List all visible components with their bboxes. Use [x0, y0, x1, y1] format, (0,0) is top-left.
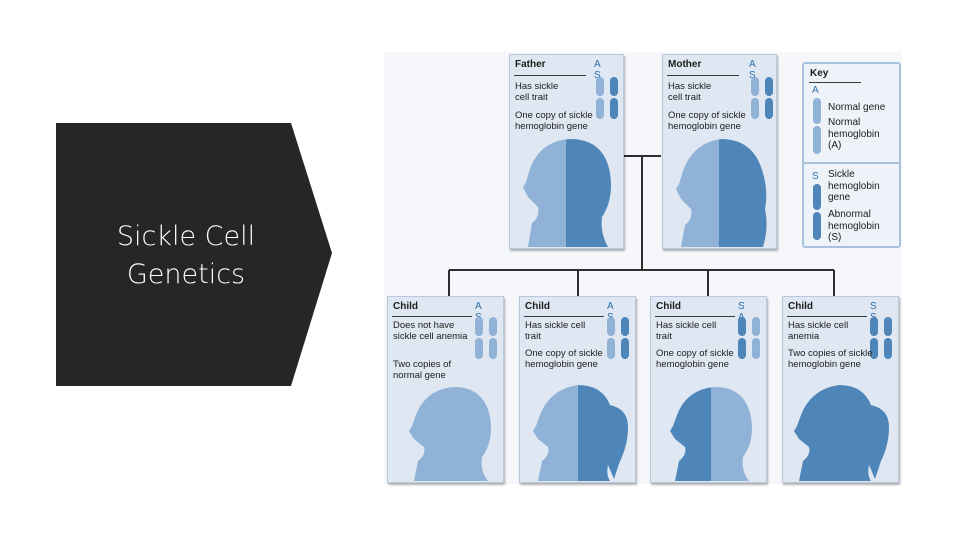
key-title-rule [809, 82, 861, 83]
male-head-profile-icon [523, 139, 611, 247]
slide-title-line-2: Genetics [126, 259, 246, 290]
child-4-label: Child [788, 301, 813, 312]
key-normal-hemoglobin-text: Normal hemoglobin (A) [828, 117, 880, 151]
child-3-label: Child [656, 301, 681, 312]
child-card-4: Child S S Has sickle cell anemia Two cop… [782, 296, 899, 483]
child-4-trait-text: Has sickle cell anemia [788, 320, 849, 342]
key-sickle-letter: S [812, 171, 819, 182]
child-3-chromosome-pair-icon [738, 317, 760, 359]
girl-ponytail-profile-icon [533, 385, 628, 481]
sickle-gene-chromosome-icon [813, 184, 821, 240]
key-normal-gene-text: Normal gene [828, 102, 886, 113]
father-header-rule [514, 75, 586, 76]
child-2-gene-text: One copy of sickle hemoglobin gene [525, 348, 603, 370]
normal-gene-chromosome-icon [813, 98, 821, 154]
slide-title: Sickle Cell Genetics [56, 218, 316, 294]
father-chromosome-pair-icon [596, 77, 618, 119]
child-1-label: Child [393, 301, 418, 312]
child-head-profile-icon [670, 387, 752, 481]
child-card-2: Child A S Has sickle cell trait One copy… [519, 296, 636, 483]
key-normal-letter: A [812, 85, 819, 96]
mother-trait-text: Has sickle cell trait [668, 81, 712, 103]
child-4-header-rule [787, 316, 867, 317]
mother-card: Mother A S Has sickle cell trait One cop… [662, 54, 777, 249]
child-2-chromosome-pair-icon [607, 317, 629, 359]
key-sickle-gene-text: Sickle hemoglobin gene [828, 169, 880, 203]
father-gene-text: One copy of sickle hemoglobin gene [515, 110, 593, 132]
pedigree-connector-lines [448, 155, 835, 296]
father-alleles: A S [594, 59, 606, 81]
father-card: Father A S Has sickle cell trait One cop… [509, 54, 624, 249]
father-trait-text: Has sickle cell trait [515, 81, 559, 103]
girl-ponytail-profile-icon [794, 385, 889, 481]
child-4-gene-text: Two copies of sickle hemoglobin gene [788, 348, 873, 370]
mother-gene-text: One copy of sickle hemoglobin gene [668, 110, 746, 132]
child-2-trait-text: Has sickle cell trait [525, 320, 586, 342]
key-title: Key [810, 68, 829, 79]
key-abnormal-hemoglobin-text: Abnormal hemoglobin (S) [828, 209, 880, 243]
child-1-trait-text: Does not have sickle cell anemia [393, 320, 468, 342]
child-4-chromosome-pair-icon [870, 317, 892, 359]
child-1-chromosome-pair-icon [475, 317, 497, 359]
child-1-gene-text: Two copies of normal gene [393, 359, 452, 381]
mother-alleles: A S [749, 59, 761, 81]
child-card-3: Child S A Has sickle cell trait One copy… [650, 296, 767, 483]
child-3-header-rule [655, 316, 735, 317]
child-2-label: Child [525, 301, 550, 312]
female-head-profile-icon [676, 139, 767, 247]
father-label: Father [515, 59, 546, 70]
child-card-1: Child A S Does not have sickle cell anem… [387, 296, 504, 483]
mother-label: Mother [668, 59, 702, 70]
child-head-profile-icon [409, 387, 491, 481]
mother-header-rule [667, 75, 739, 76]
child-1-header-rule [392, 316, 472, 317]
child-3-trait-text: Has sickle cell trait [656, 320, 717, 342]
key-separator [804, 162, 899, 164]
inheritance-diagram: Father A S Has sickle cell trait One cop… [384, 52, 902, 484]
child-3-gene-text: One copy of sickle hemoglobin gene [656, 348, 734, 370]
key-legend: Key A Normal gene Normal hemoglobin (A) … [802, 62, 901, 248]
child-2-header-rule [524, 316, 604, 317]
mother-chromosome-pair-icon [751, 77, 773, 119]
slide-title-line-1: Sickle Cell [116, 221, 256, 252]
